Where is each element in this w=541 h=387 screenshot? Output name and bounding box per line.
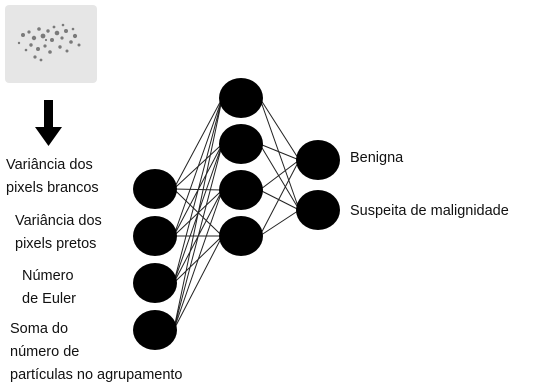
edge-hidden-2-output-1 [259, 189, 300, 211]
edge-input-3-hidden-1 [173, 143, 223, 331]
input-node-0 [133, 169, 177, 209]
edge-input-1-hidden-0 [173, 97, 223, 237]
hidden-node-0 [219, 78, 263, 118]
edge-hidden-1-output-1 [259, 143, 300, 211]
hidden-node-1 [219, 124, 263, 164]
edge-hidden-3-output-1 [259, 209, 300, 237]
edge-hidden-0-output-0 [259, 97, 300, 161]
input-label-1: Variância dos pixels pretos [15, 213, 102, 252]
hidden-node-2 [219, 170, 263, 210]
edge-input-0-hidden-0 [173, 97, 223, 190]
edge-hidden-0-output-1 [259, 97, 300, 211]
edge-input-3-hidden-2 [173, 189, 223, 331]
microcalcification-image-thumbnail [5, 5, 97, 83]
output-node-1 [296, 190, 340, 230]
microcalcification-cluster [17, 23, 81, 62]
output-label-benign: Benigna [350, 150, 404, 166]
edge-hidden-3-output-0 [259, 159, 300, 237]
edge-input-2-hidden-0 [173, 97, 223, 284]
input-label-3: Soma do número de partículas no agrupame… [10, 321, 183, 383]
input-node-1 [133, 216, 177, 256]
input-node-3 [133, 310, 177, 350]
input-node-2 [133, 263, 177, 303]
edge-hidden-2-output-0 [259, 159, 300, 191]
output-label-suspect: Suspeita de malignidade [350, 203, 509, 219]
input-label-2: Número de Euler [22, 268, 77, 307]
output-node-0 [296, 140, 340, 180]
edge-hidden-1-output-0 [259, 143, 300, 161]
hidden-node-3 [219, 216, 263, 256]
input-label-0: Variância dos pixels brancos [6, 157, 99, 196]
down-arrow-icon [35, 100, 62, 146]
edge-input-3-hidden-3 [173, 235, 223, 331]
edge-input-3-hidden-0 [173, 97, 223, 331]
